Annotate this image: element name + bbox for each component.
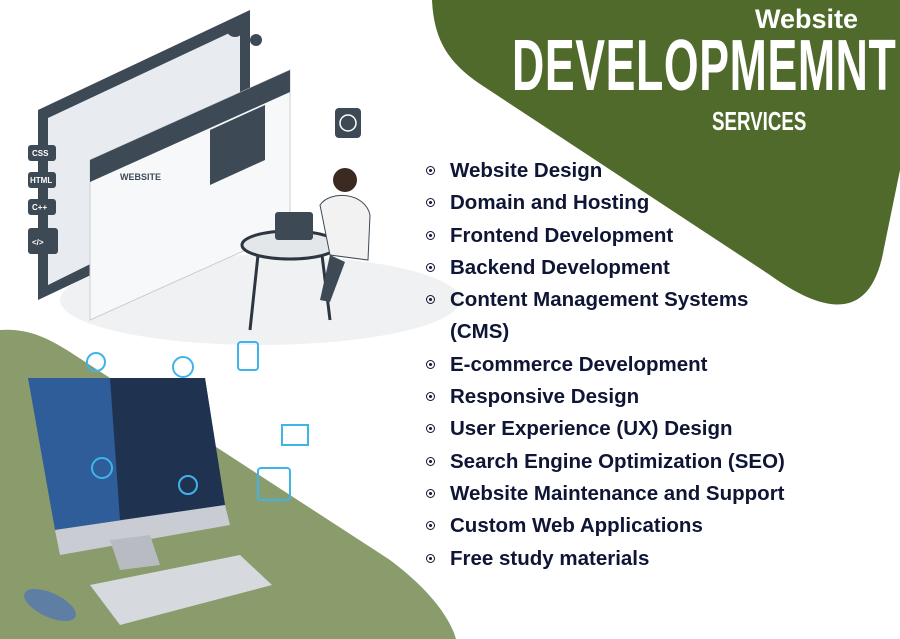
list-item-label: Custom Web Applications	[450, 514, 703, 538]
list-item-label: Website Design	[450, 159, 603, 182]
list-item: Content Management Systems (CMS)	[426, 284, 790, 349]
gear-icon	[226, 19, 244, 37]
list-item-label: User Experience (UX) Design	[450, 417, 733, 441]
list-item: Domain and Hosting	[426, 187, 850, 219]
list-item-label: Free study materials	[450, 546, 650, 570]
list-item: Website Maintenance and Support	[426, 478, 850, 510]
dark-green-blob	[432, 0, 900, 305]
list-item: E-commerce Development	[426, 349, 850, 381]
gear-icon	[250, 34, 262, 46]
bullet-icon	[426, 359, 435, 369]
list-item-label: Content Management Systems (CMS)	[450, 288, 749, 344]
mail-icon	[281, 424, 309, 446]
css-tag: CSS	[32, 149, 49, 158]
bullet-icon	[426, 521, 435, 531]
title-development: DEVELOPMEMNT	[512, 26, 897, 106]
bullet-icon	[426, 488, 435, 498]
bullet-icon	[426, 424, 435, 434]
list-item: Responsive Design	[426, 381, 850, 413]
bullet-icon	[426, 166, 435, 175]
list-item: Backend Development	[426, 252, 850, 284]
list-item-label: Frontend Development	[450, 223, 674, 247]
list-item-label: Search Engine Optimization (SEO)	[450, 449, 785, 473]
bullet-icon	[426, 230, 435, 240]
title-website: Website	[754, 4, 858, 34]
laptop-icon	[275, 212, 313, 240]
cpp-tag: C++	[32, 203, 47, 212]
list-item-label: Responsive Design	[450, 385, 640, 409]
title-services: SERVICES	[712, 106, 807, 136]
bullet-icon	[426, 456, 435, 466]
list-item-label: Domain and Hosting	[450, 191, 650, 215]
bullet-icon	[426, 553, 435, 563]
website-mockup-illustration: WEBSITE CSS HTML C++ </>	[28, 10, 460, 345]
bullet-icon	[426, 262, 435, 272]
list-item: Website Design	[426, 155, 850, 187]
services-list: Website Design Domain and Hosting Fronte…	[426, 155, 850, 575]
desktop-computer-illustration	[24, 341, 309, 625]
list-item: Frontend Development	[426, 220, 850, 252]
list-item: User Experience (UX) Design	[426, 413, 850, 445]
list-item-label: Website Maintenance and Support	[450, 481, 785, 505]
bullet-icon	[426, 295, 435, 305]
list-item-label: E-commerce Development	[450, 352, 708, 376]
browser-label: WEBSITE	[120, 172, 161, 182]
person-head	[333, 168, 357, 192]
bullet-icon	[426, 392, 435, 402]
list-item-label: Backend Development	[450, 255, 670, 279]
globe-badge-icon	[335, 108, 361, 138]
list-item: Search Engine Optimization (SEO)	[426, 446, 850, 478]
list-item: Free study materials	[426, 543, 850, 575]
bullet-icon	[426, 198, 435, 208]
list-item: Custom Web Applications	[426, 510, 850, 542]
code-tag: </>	[32, 238, 44, 247]
html-tag: HTML	[30, 176, 52, 185]
